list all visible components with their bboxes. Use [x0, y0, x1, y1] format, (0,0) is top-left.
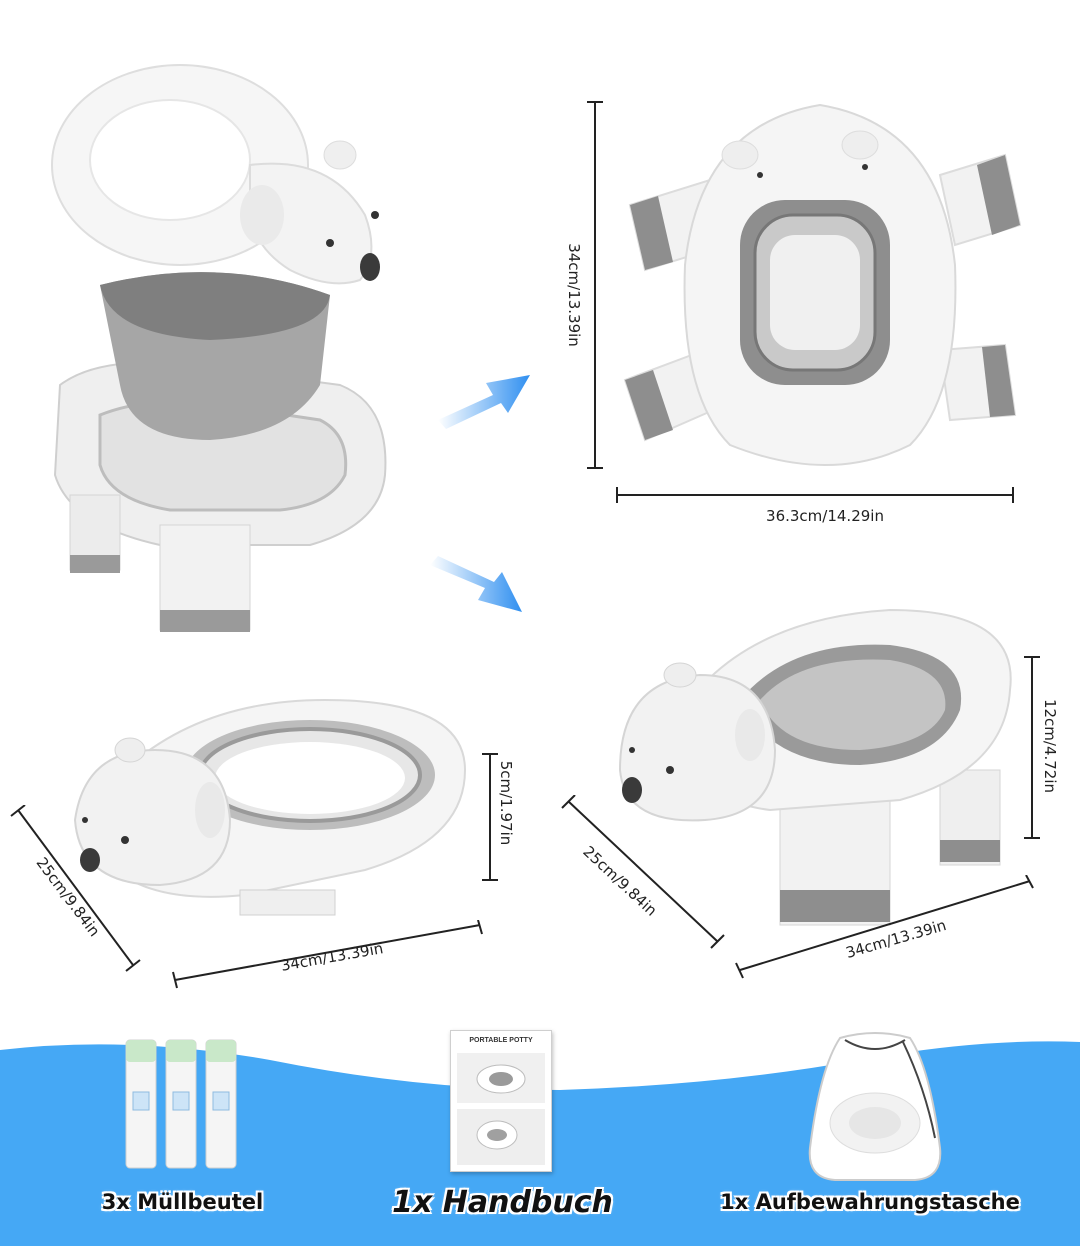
exploded-potty-view [40, 55, 410, 635]
caption-trash-bags: 3x Müllbeutel [101, 1190, 264, 1214]
caption-storage-bag: 1x Aufbewahrungstasche [720, 1190, 1020, 1214]
dimension-left-height: 5cm/1.97in [497, 760, 515, 846]
manual-title: PORTABLE POTTY [469, 1037, 533, 1044]
manual-booklet: PORTABLE POTTY [450, 1030, 552, 1172]
storage-bag [805, 1028, 945, 1183]
dimension-line-left-width [170, 920, 485, 990]
dimension-line-right-height [1022, 655, 1042, 840]
dimension-line-right-depth [560, 795, 725, 950]
caption-manual: 1x Handbuch [392, 1185, 613, 1220]
dimension-top-width: 36.3cm/14.29in [766, 507, 884, 525]
potty-perspective-view [610, 600, 1030, 930]
dimension-line-vertical-top [585, 100, 605, 470]
potty-side-view-left [65, 680, 475, 920]
arrow-right-down-icon [430, 550, 525, 620]
dimension-line-left-depth [8, 805, 143, 975]
dimension-line-left-height [480, 752, 500, 882]
potty-top-view [610, 95, 1030, 495]
dimension-top-height: 34cm/13.39in [565, 243, 583, 347]
dimension-right-height: 12cm/4.72in [1041, 698, 1059, 794]
dimension-line-right-width [735, 875, 1035, 980]
arrow-right-up-icon [438, 365, 533, 435]
trash-bag-rolls [118, 1032, 248, 1172]
dimension-line-horizontal-top [615, 485, 1015, 505]
